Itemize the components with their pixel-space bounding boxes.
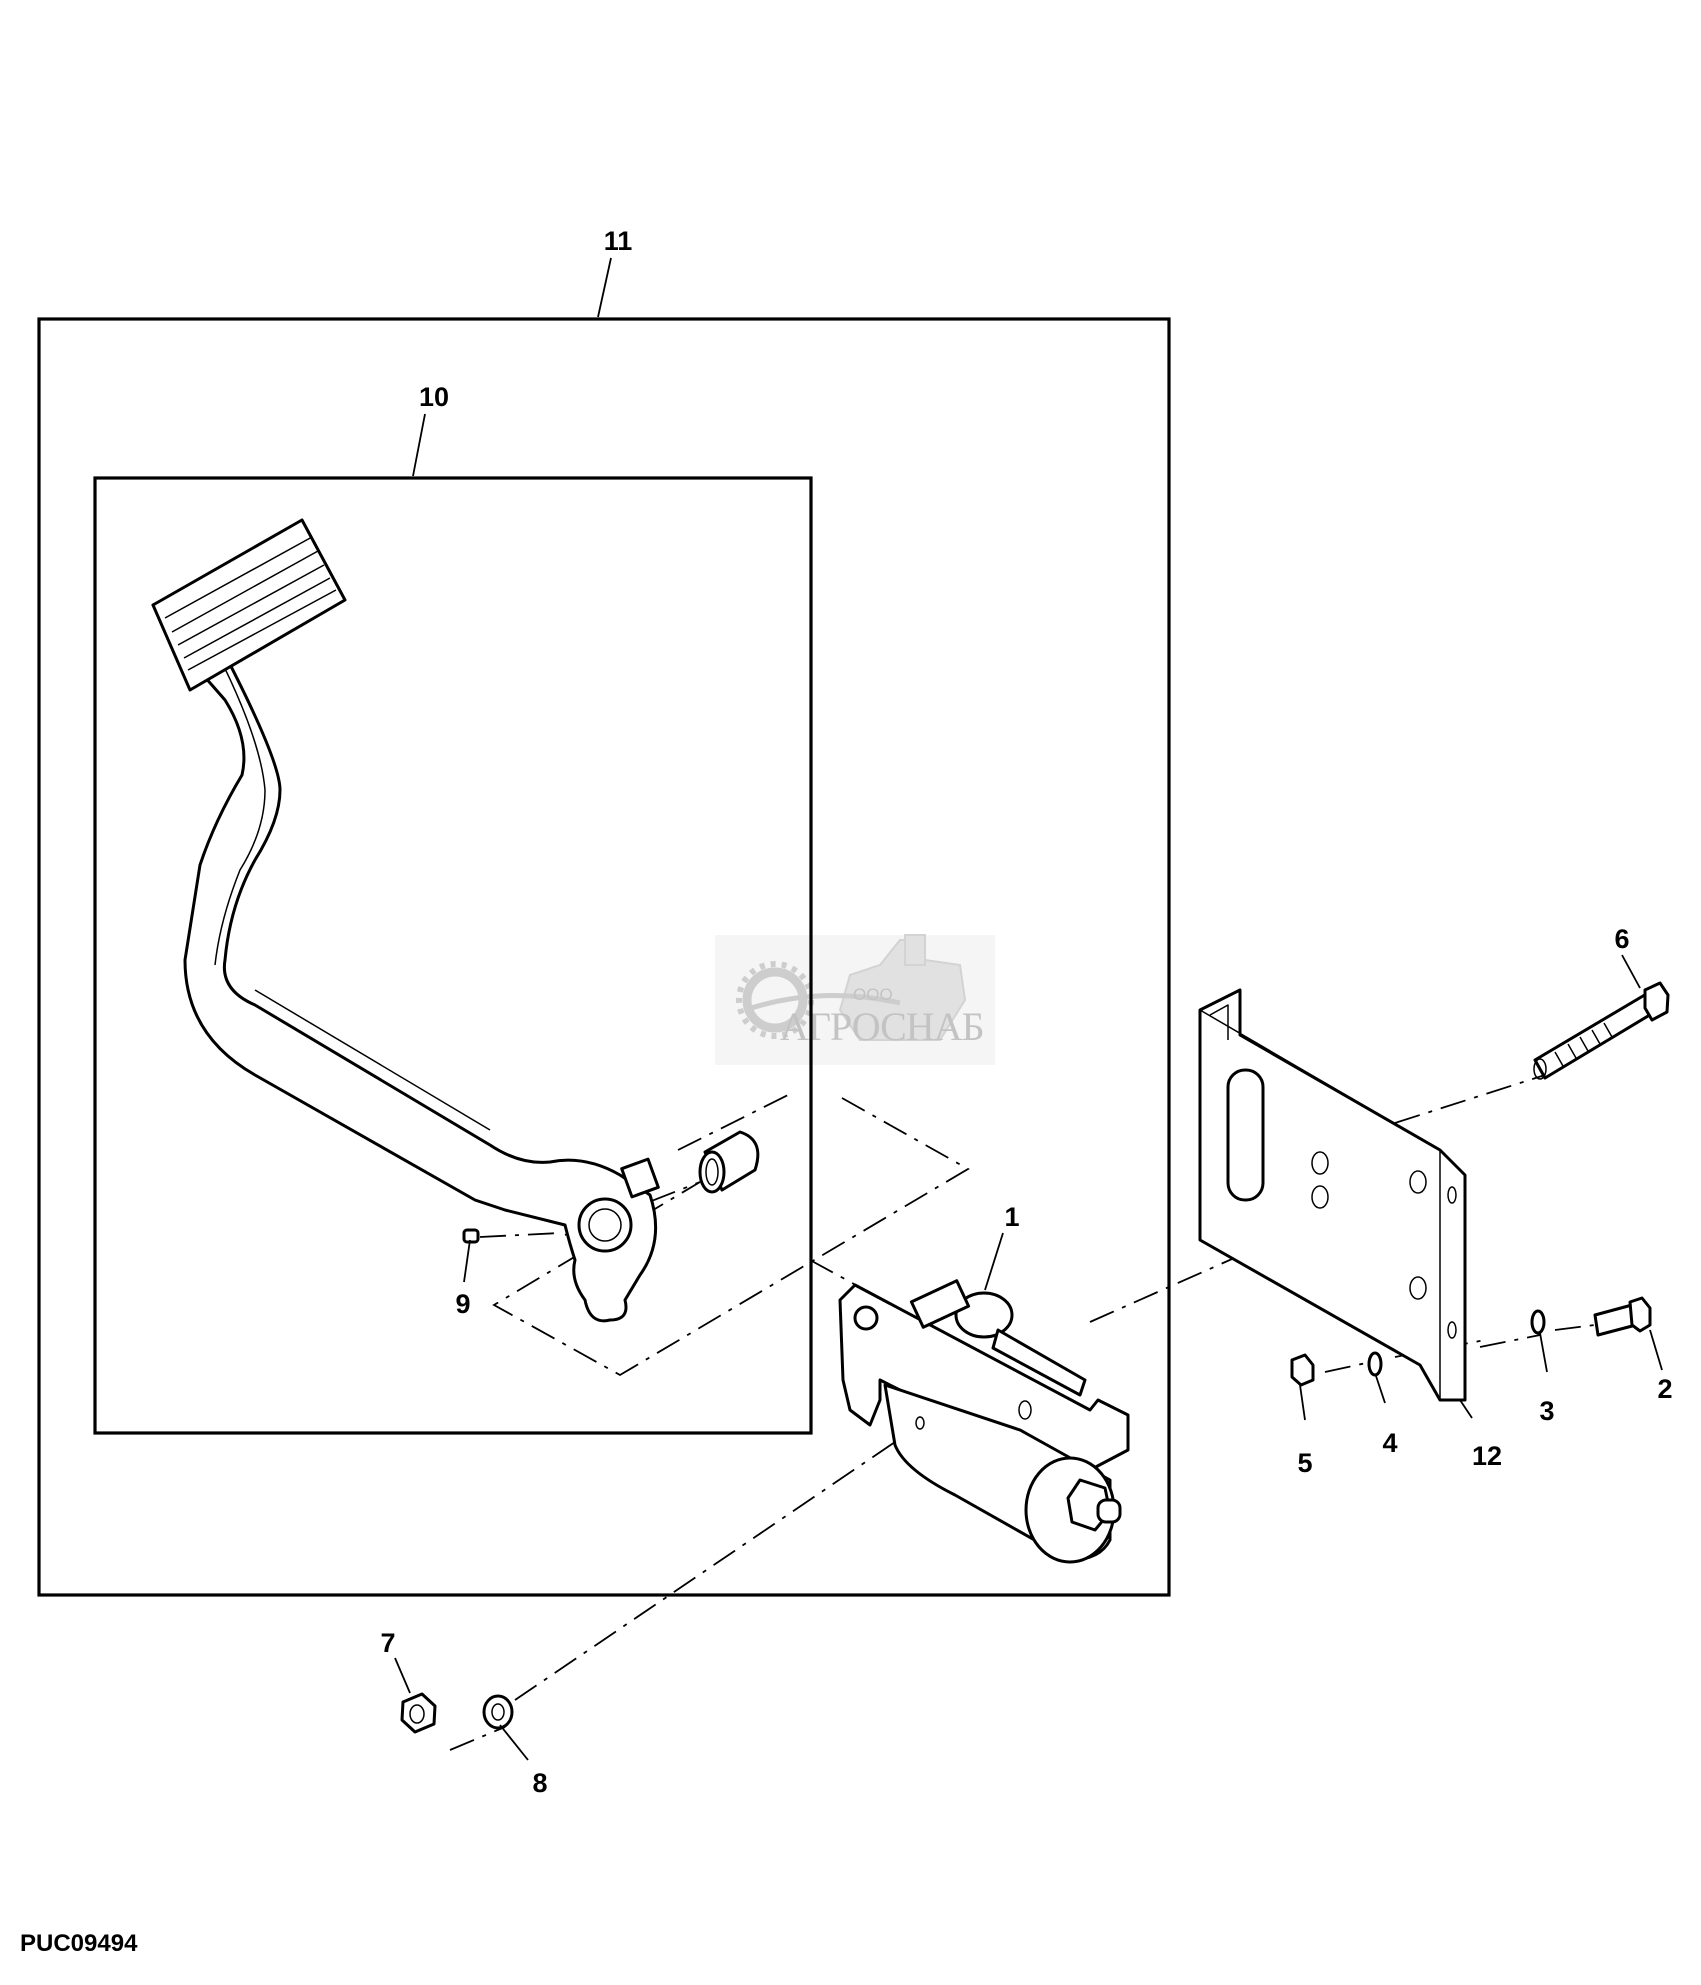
callout-2: 2: [1657, 1374, 1672, 1404]
fluid-reservoir-cap: [954, 1291, 1014, 1339]
cylinder-mount-hole: [853, 1305, 879, 1331]
flat-washer-8: [482, 1694, 514, 1730]
callout-5: 5: [1297, 1448, 1312, 1478]
fluid-line: [991, 1328, 1087, 1397]
master-cylinder: [838, 1279, 1130, 1564]
callouts: 11 10 1 6 2 3 4 12 5 9 7 8: [380, 226, 1672, 1798]
pedal-pivot-bore: [588, 1208, 622, 1242]
mounting-bracket: [1198, 988, 1467, 1402]
callout-4: 4: [1382, 1428, 1397, 1458]
pedal-stop-tab: [620, 1157, 660, 1199]
callout-6: 6: [1614, 924, 1629, 954]
figure-id: PUC09494: [20, 1930, 138, 1957]
callout-12: 12: [1472, 1441, 1502, 1471]
electrical-connector: [909, 1279, 971, 1329]
brake-pedal: [151, 518, 660, 1323]
lock-washer-4: [1367, 1351, 1383, 1377]
pedal-frame-10: [93, 476, 813, 1435]
callout-9: 9: [455, 1289, 470, 1319]
cylinder-outlet: [1096, 1498, 1122, 1524]
long-cap-screw: [1533, 981, 1670, 1080]
watermark-name: АГРОСНАБ: [780, 1004, 984, 1049]
short-cap-screw: [1593, 1296, 1652, 1337]
assembly-frame-11: [37, 317, 1171, 1597]
lock-nut-7: [400, 1692, 437, 1734]
hex-nut-5: [1290, 1353, 1315, 1387]
watermark-prefix: ООО: [853, 985, 893, 1004]
callout-7: 7: [380, 1628, 395, 1658]
watermark: ООО АГРОСНАБ: [715, 934, 995, 1065]
pivot-bushing: [698, 1130, 760, 1194]
screw-head-hex: [1643, 981, 1670, 1022]
bracket-slot: [1226, 1068, 1265, 1202]
pedal-pivot-boss: [577, 1197, 633, 1253]
callout-1: 1: [1004, 1202, 1019, 1232]
watermark-swoosh: [744, 993, 901, 1013]
grease-fitting: [462, 1228, 480, 1244]
callout-8: 8: [532, 1768, 547, 1798]
combine-harvester-icon: [838, 934, 967, 1041]
leader-lines: [394, 257, 1663, 1761]
pedal-pad: [151, 518, 347, 692]
callout-10: 10: [419, 382, 449, 412]
callout-11: 11: [604, 226, 633, 256]
callout-3: 3: [1539, 1396, 1554, 1426]
lock-washer-3: [1530, 1309, 1546, 1335]
